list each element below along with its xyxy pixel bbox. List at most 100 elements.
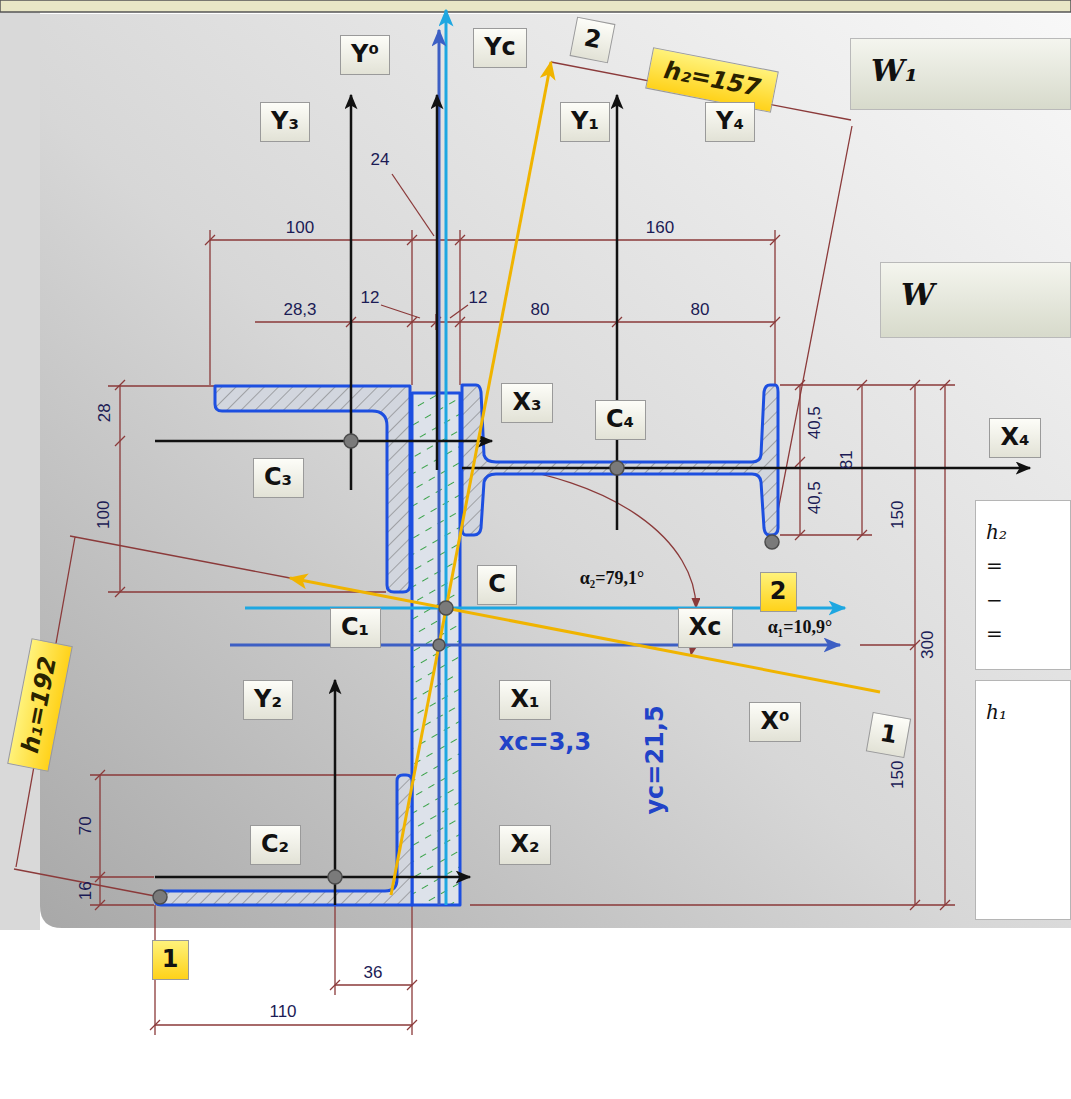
node-text: Y₁ (571, 106, 599, 137)
local-axis (155, 440, 492, 443)
dimension-ticks (95, 770, 105, 910)
node-text: W (901, 277, 1050, 312)
dimension-value: 28 (94, 404, 114, 423)
centroid-points (153, 434, 779, 904)
centroid-label-box: C₄ (595, 400, 646, 440)
centroid-coordinate: xc=3,3 (499, 728, 591, 756)
local-axis (462, 467, 1030, 470)
extreme-point (153, 890, 167, 904)
axis-label-box: Xc (678, 608, 733, 648)
centroid-label-box: C₃ (253, 458, 304, 498)
dimension-ticks (346, 317, 780, 327)
node-text: C₁ (341, 612, 370, 643)
centroid-label-box: C₂ (250, 825, 301, 865)
node-text: Y⁰ (351, 39, 379, 70)
dimension-value: 40,5 (805, 481, 825, 514)
node-text: C₂ (261, 829, 290, 860)
node-text: C₄ (606, 404, 635, 435)
dimension-value: 100 (286, 218, 314, 238)
dimension-ticks (115, 380, 125, 597)
dimension-value: 12 (469, 288, 488, 308)
dimension-value: 150 (888, 501, 908, 529)
axis-label-box: X⁰ (749, 702, 801, 742)
angle-arc (493, 466, 696, 608)
left-bottom-dimension (90, 775, 396, 905)
node-text: X₂ (510, 829, 540, 860)
plate-axis (438, 30, 441, 905)
left-margin (0, 0, 40, 930)
dimension-value: 28,3 (283, 300, 316, 320)
callout-number: 2 (760, 572, 797, 612)
axis-label-box: Y⁰ (340, 35, 390, 75)
centroid-dot (433, 639, 445, 651)
leader-line (381, 305, 468, 318)
dimension-value: 12 (361, 288, 380, 308)
callout-number: 2 (569, 17, 615, 64)
node-text: Y₃ (271, 106, 299, 137)
dimension-value: 80 (531, 300, 550, 320)
principal-axis (391, 62, 551, 895)
dimension-value: 150 (888, 761, 908, 789)
dimension-value: 36 (364, 963, 383, 983)
angle-value: α₂=79,1° (580, 568, 644, 589)
formula-panel: h₂=−= (975, 500, 1071, 670)
centroid-axis (445, 10, 448, 905)
axis-label-box: X₄ (989, 418, 1041, 458)
centroid-label-box: C₁ (330, 608, 381, 648)
angle-section (155, 775, 412, 905)
dimension-lines (14, 62, 955, 1035)
dimension-value: 70 (75, 817, 95, 836)
extreme-point (765, 535, 779, 549)
axis-label-box: X₂ (499, 825, 551, 865)
dimension-value: 160 (646, 218, 674, 238)
dimension-value: 110 (269, 1002, 296, 1022)
node-text: 1 (162, 944, 179, 975)
node-text: C₃ (264, 462, 293, 493)
angle-section (215, 386, 410, 592)
local-axis (350, 95, 353, 490)
local-axis (436, 95, 439, 470)
node-text: h₂ (986, 515, 1060, 549)
dimension-value: 24 (371, 150, 390, 170)
node-text: Xc (689, 612, 722, 643)
callout-number: 1 (152, 940, 189, 980)
node-text: h₁ (986, 695, 1060, 729)
node-text: X₁ (510, 684, 540, 715)
node-text: 2 (581, 23, 604, 57)
axis-label-box: X₃ (501, 383, 553, 423)
formula-panel: h₁ (975, 680, 1071, 920)
node-text: = (986, 617, 1060, 651)
axis-label-box: Y₄ (705, 102, 755, 142)
centroid-dot (344, 434, 358, 448)
angle-value: α₁=10,9° (768, 617, 832, 638)
centroid-dot (610, 461, 624, 475)
top-band (0, 0, 1071, 12)
dimension-value: 16 (75, 882, 95, 901)
axis-label-box: Y₂ (243, 680, 293, 720)
node-text: C (488, 569, 506, 600)
node-text: Y₄ (716, 106, 744, 137)
dimension-value: 81 (836, 451, 856, 470)
axis-label-box: Yc (473, 28, 527, 68)
left-dimension (108, 385, 386, 592)
dimension-value: 100 (94, 501, 114, 529)
node-text: X₄ (1000, 422, 1030, 453)
node-text: Yc (484, 32, 516, 63)
node-text: X⁰ (760, 706, 790, 737)
dimension-value: 300 (918, 631, 938, 659)
formula-panel: W (880, 262, 1071, 338)
centroid-dot (439, 601, 453, 615)
drawing-panel (40, 14, 1071, 928)
axis-label-box: Y₁ (560, 102, 610, 142)
callout-number: 1 (865, 712, 910, 758)
dimension-ticks (150, 980, 417, 1030)
axis-label-box: Y₃ (260, 102, 310, 142)
node-text: 2 (770, 576, 787, 607)
formula-panel: W₁ (850, 38, 1071, 110)
node-text: X₃ (512, 387, 542, 418)
node-text: W₁ (871, 53, 1050, 88)
